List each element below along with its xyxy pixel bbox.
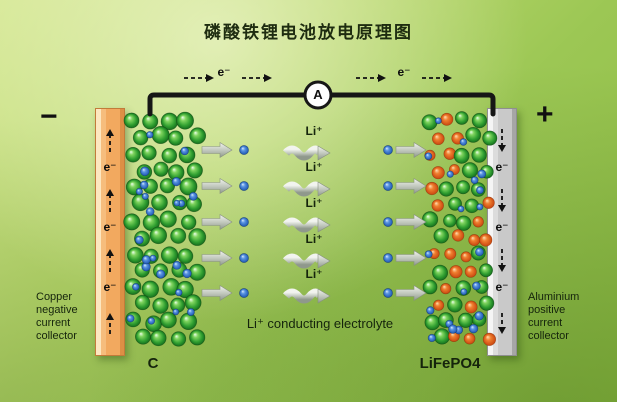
caption-line: collector: [36, 330, 77, 342]
li-ion-label: Li⁺: [305, 124, 323, 138]
caption-line: current: [36, 317, 71, 329]
diagram-title: 磷酸铁锂电池放电原理图: [204, 23, 413, 42]
electrolyte-caption: Li⁺ conducting electrolyte: [246, 316, 394, 331]
caption-line: Aluminium: [528, 291, 580, 303]
electron-label: e⁻: [495, 280, 509, 294]
cathode-material-label: LiFePO4: [419, 355, 481, 372]
copper-collector-caption: Copper negative current collector: [36, 291, 116, 343]
electron-flow-label-right: e⁻: [397, 65, 411, 79]
li-ion-label: Li⁺: [305, 232, 323, 246]
electron-label: e⁻: [495, 160, 509, 174]
aluminium-collector-caption: Aluminium positive current collector: [528, 291, 616, 343]
ammeter: A: [313, 87, 323, 102]
electron-flow-label-left: e⁻: [217, 65, 231, 79]
li-ion-label: Li⁺: [305, 160, 323, 174]
li-ion-label: Li⁺: [305, 196, 323, 210]
caption-line: collector: [528, 330, 569, 342]
caption-line: current: [528, 317, 563, 329]
li-ion-label: Li⁺: [305, 267, 323, 281]
caption-line: negative: [36, 304, 78, 316]
electron-label: e⁻: [495, 220, 509, 234]
electron-label: e⁻: [103, 160, 117, 174]
electron-label: e⁻: [103, 280, 117, 294]
positive-terminal-sign: +: [536, 98, 554, 131]
negative-terminal-sign: −: [40, 100, 58, 133]
caption-line: positive: [528, 304, 566, 316]
caption-line: Copper: [36, 291, 73, 303]
anode-material-label: C: [147, 355, 159, 372]
electron-label: e⁻: [103, 220, 117, 234]
